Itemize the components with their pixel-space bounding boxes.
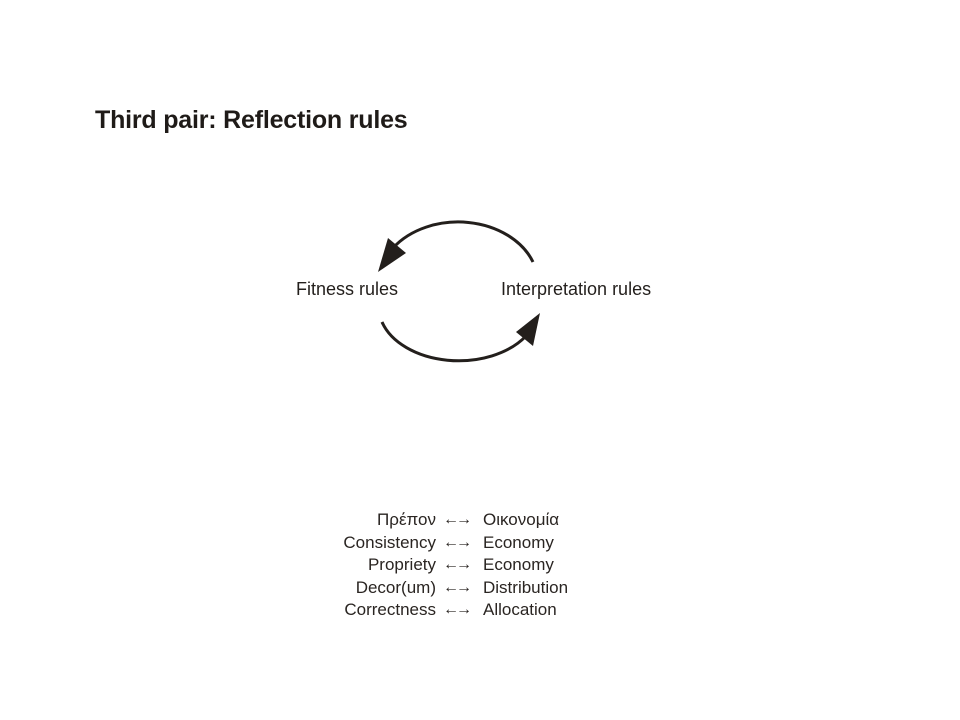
term-right: Economy [483,532,554,552]
term-right: Distribution [483,577,569,597]
bottom-cycle-arc [380,321,528,363]
term-left: Correctness [344,600,436,619]
term-pair-row: Propriety ←→ Economy [320,554,620,577]
term-pair-row: Correctness ←→ Allocation [320,599,620,622]
interpretation-rules-label: Interpretation rules [501,279,652,299]
top-cycle-arrowhead-icon [378,238,406,272]
term-left: Consistency [343,532,436,552]
double-arrow-icon: ←→ [443,578,472,596]
term-left: Πρέπον [377,510,436,529]
slide-title: Third pair: Reflection rules [95,106,408,134]
term-pairs-list: Πρέπον ←→ Οικονομία Consistency ←→ Econo… [320,509,620,622]
top-cycle-arc [391,220,535,263]
term-right: Οικονομία [483,510,560,529]
double-arrow-icon: ←→ [443,556,472,573]
term-pair-row: Πρέπον ←→ Οικονομία [320,509,620,532]
fitness-rules-label: Fitness rules [296,279,399,299]
term-pair-row: Consistency ←→ Economy [320,532,620,555]
double-arrow-icon: ←→ [443,601,472,618]
bottom-cycle-arrowhead-icon [516,313,540,346]
term-left: Decor(um) [355,577,436,597]
term-right: Economy [483,555,554,574]
double-arrow-icon: ←→ [443,533,472,551]
term-right: Allocation [483,600,557,619]
double-arrow-icon: ←→ [443,511,472,528]
term-pair-row: Decor(um) ←→ Distribution [320,577,620,600]
term-left: Propriety [367,555,436,574]
